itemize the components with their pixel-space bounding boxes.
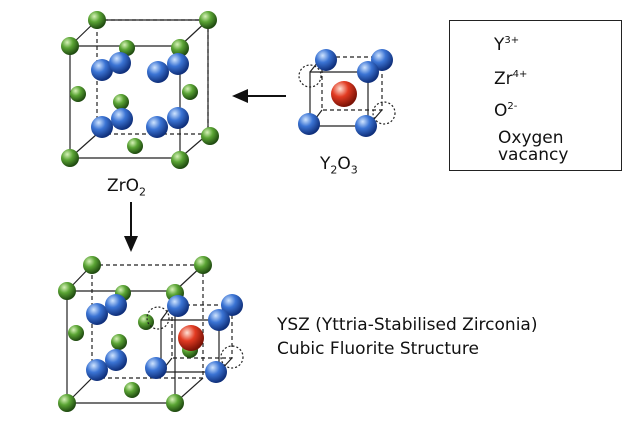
zr-atom [58,282,76,300]
o-atom [111,108,133,130]
zr-atom [83,256,101,274]
o-atom [205,361,227,383]
o-atom [145,357,167,379]
ysz-subtitle: Cubic Fluorite Structure [277,339,479,359]
zr-atom [88,11,106,29]
zr-atom [199,11,217,29]
o-atom [355,115,377,137]
zro2-label: ZrO2 [107,176,147,199]
o-atom [167,295,189,317]
o-atom [146,116,168,138]
vacancy-marker [146,306,170,330]
o-atom [86,303,108,325]
ysz-cube [66,264,233,404]
y2o3-label: Y2O3 [320,154,358,177]
ysz-atoms [58,256,244,412]
o-atom [91,116,113,138]
legend [449,20,622,171]
o-atom [91,59,113,81]
legend-oxygen-label: O2- [494,101,518,121]
o-atom [167,107,189,129]
zr-atom [182,84,198,100]
o-atom [167,53,189,75]
zr-atom [166,394,184,412]
vacancy-marker [220,345,244,369]
zr-atom [70,86,86,102]
zr-atom [138,314,154,330]
ysz-description: YSZ (Yttria-Stabilised Zirconia) Cubic F… [277,313,537,361]
o-atom [105,349,127,371]
y2o3-atoms [298,49,396,137]
o-atom [315,49,337,71]
arrow-left [232,89,286,103]
zr-atom [124,382,140,398]
zr-atom [61,149,79,167]
zr-atom [201,127,219,145]
zr-atom [58,394,76,412]
o-atom [86,359,108,381]
zr-atom [111,334,127,350]
o-atom [357,61,379,83]
arrow-down [124,202,138,252]
y-atom [331,81,357,107]
zr-atom [113,94,129,110]
zr-atom [61,37,79,55]
o-atom [298,113,320,135]
o-atom [105,294,127,316]
zro2-atoms [61,11,219,169]
vacancy-marker [298,64,322,88]
legend-yttrium-label: Y3+ [494,35,520,55]
o-atom [221,294,243,316]
legend-zirconium-label: Zr4+ [494,69,528,89]
o-atom [109,52,131,74]
o-atom [147,61,169,83]
y-atom [178,325,204,351]
vacancy-marker [372,101,396,125]
zr-atom [171,151,189,169]
zr-atom [119,40,135,56]
zr-atom [68,325,84,341]
zr-atom [194,256,212,274]
zr-atom [171,39,189,57]
ysz-title: YSZ (Yttria-Stabilised Zirconia) [277,315,538,335]
zr-atom [127,138,143,154]
o-atom [208,309,230,331]
